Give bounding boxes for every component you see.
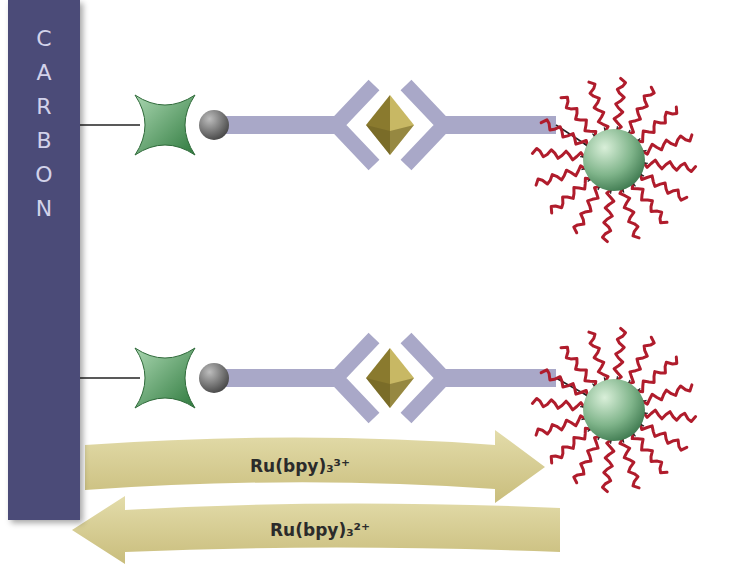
dna-strand bbox=[614, 78, 625, 130]
bead bbox=[583, 129, 645, 191]
linker-line bbox=[80, 124, 140, 126]
bead bbox=[583, 379, 645, 441]
dna-strand bbox=[640, 174, 686, 200]
dna-strand bbox=[589, 332, 608, 381]
dna-strand bbox=[628, 87, 654, 133]
dna-strand bbox=[574, 436, 600, 482]
capture-molecule bbox=[135, 95, 195, 155]
antigen bbox=[366, 378, 414, 408]
dna-strand bbox=[603, 440, 614, 492]
dna-strand bbox=[620, 189, 639, 238]
dna-strand bbox=[532, 399, 584, 410]
electrode-bar: CARBON bbox=[8, 0, 80, 520]
reagent-label: Ru(bpy)₃³⁺ bbox=[250, 456, 350, 476]
return-arrow bbox=[72, 496, 560, 564]
dna-strand bbox=[561, 347, 596, 387]
dna-strand bbox=[541, 370, 587, 396]
dna-strand bbox=[637, 107, 677, 142]
dna-strand bbox=[643, 135, 692, 154]
antibody-stem bbox=[444, 369, 556, 387]
antigen bbox=[366, 125, 414, 155]
dna-strand bbox=[561, 97, 596, 137]
dna-strand bbox=[632, 433, 667, 473]
dna-strand bbox=[628, 337, 654, 383]
dna-strand bbox=[589, 82, 608, 131]
dna-strand bbox=[644, 160, 696, 171]
electrode-label: CARBON bbox=[33, 22, 55, 226]
antibody-stem bbox=[444, 116, 556, 134]
dna-strand bbox=[536, 416, 585, 435]
biotin-ball bbox=[199, 110, 229, 140]
linker-line bbox=[80, 377, 140, 379]
dna-strand bbox=[643, 385, 692, 404]
dna-strand bbox=[620, 439, 639, 488]
assay-row bbox=[80, 328, 696, 491]
reagent-label: Ru(bpy)₃²⁺ bbox=[270, 520, 370, 540]
dna-strand bbox=[536, 166, 585, 185]
dna-strand bbox=[640, 424, 686, 450]
dna-strand bbox=[603, 190, 614, 242]
forward-arrow bbox=[85, 430, 545, 503]
dna-strand bbox=[551, 178, 591, 213]
biotin-ball bbox=[199, 363, 229, 393]
dna-strand bbox=[574, 186, 600, 232]
dna-strand bbox=[632, 183, 667, 223]
dna-strand bbox=[614, 328, 625, 380]
dna-strand bbox=[532, 149, 584, 160]
capture-molecule bbox=[135, 348, 195, 408]
dna-strand bbox=[541, 120, 587, 146]
dna-strand bbox=[637, 357, 677, 392]
antibody-stem bbox=[222, 116, 334, 134]
antibody-stem bbox=[222, 369, 334, 387]
assay-row bbox=[80, 78, 696, 241]
dna-strand bbox=[551, 428, 591, 463]
dna-strand bbox=[644, 410, 696, 421]
